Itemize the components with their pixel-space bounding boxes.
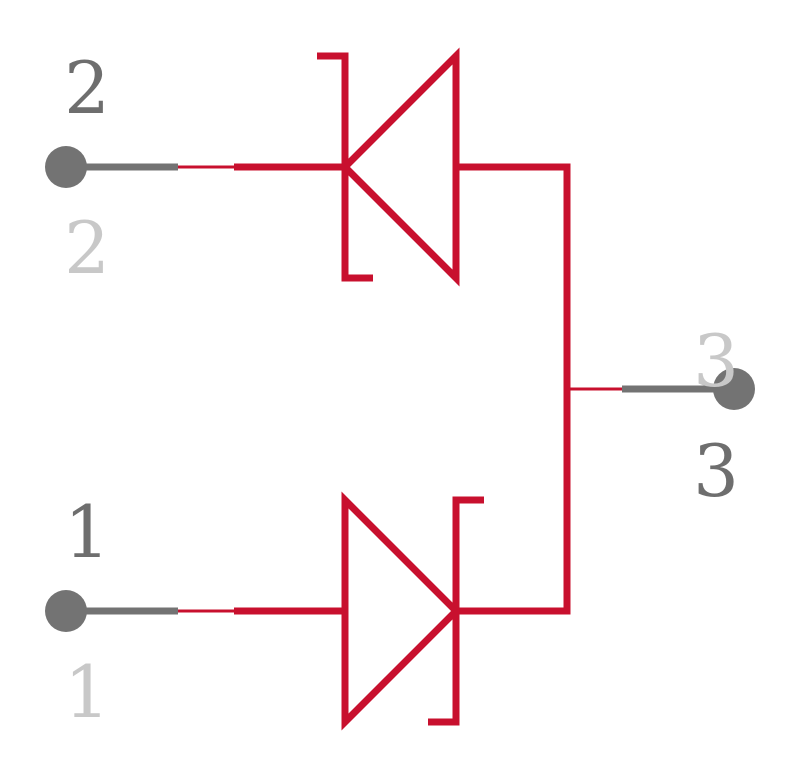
pin-2[interactable]: 2 2 — [45, 46, 178, 290]
lower-diode-cathode-bar — [428, 496, 484, 726]
pin-1-name: 1 — [64, 490, 110, 574]
pin-1-number: 1 — [64, 650, 110, 734]
lower-zener-diode — [341, 491, 484, 731]
wires — [178, 163, 622, 615]
upper-diode-triangle — [340, 47, 460, 287]
pin-3[interactable]: 3 3 — [622, 319, 755, 513]
upper-zener-diode — [317, 47, 460, 287]
wire-common-bus — [456, 163, 571, 615]
upper-diode-cathode-bar — [317, 52, 373, 282]
pin-3-terminal[interactable] — [713, 368, 755, 410]
pin-2-name: 2 — [64, 46, 110, 130]
lower-diode-triangle — [341, 491, 461, 731]
pin-3-number: 3 — [693, 319, 739, 403]
pin-2-number: 2 — [64, 206, 110, 290]
pin-1[interactable]: 1 1 — [45, 490, 178, 734]
pin-3-name: 3 — [693, 429, 739, 513]
